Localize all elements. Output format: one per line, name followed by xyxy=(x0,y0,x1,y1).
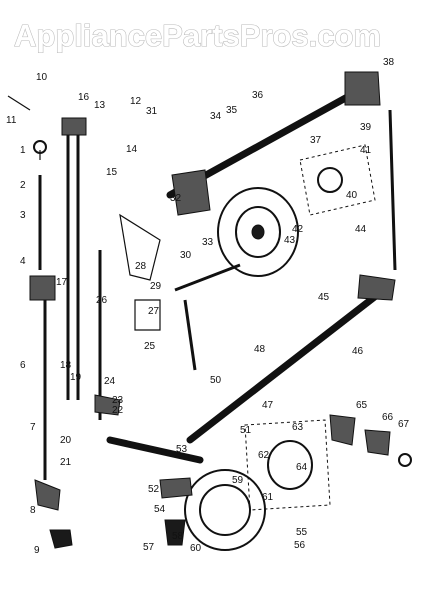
callout-31: 31 xyxy=(146,106,158,117)
callout-57: 57 xyxy=(143,542,155,553)
callout-51: 51 xyxy=(240,425,252,436)
callout-11: 11 xyxy=(6,115,17,126)
callout-44: 44 xyxy=(355,224,367,235)
callout-17: 17 xyxy=(56,277,68,288)
callout-19: 19 xyxy=(70,372,82,383)
diagram-drawing xyxy=(7,71,412,551)
watermark-text: AppliancePartsPros.com xyxy=(14,18,381,53)
callout-13: 13 xyxy=(94,100,106,111)
callout-28: 28 xyxy=(135,261,147,272)
callout-63: 63 xyxy=(292,422,304,433)
callout-67: 67 xyxy=(398,419,410,430)
callout-20: 20 xyxy=(60,435,72,446)
callout-2: 2 xyxy=(20,180,26,191)
callout-52: 52 xyxy=(148,484,160,495)
callout-15: 15 xyxy=(106,167,118,178)
callout-16: 16 xyxy=(78,92,90,103)
callout-37: 37 xyxy=(310,135,322,146)
callout-66: 66 xyxy=(382,412,394,423)
callout-53: 53 xyxy=(176,444,188,455)
callout-61: 61 xyxy=(262,492,274,503)
callout-14: 14 xyxy=(126,144,138,155)
callout-26: 26 xyxy=(96,295,108,306)
callout-47: 47 xyxy=(262,400,274,411)
callout-60: 60 xyxy=(190,543,202,554)
callout-41: 41 xyxy=(360,145,372,156)
callout-35: 35 xyxy=(226,105,238,116)
callout-50: 50 xyxy=(210,375,222,386)
callout-22: 22 xyxy=(112,405,124,416)
callout-36: 36 xyxy=(252,90,264,101)
callout-30: 30 xyxy=(180,250,192,261)
callout-39: 39 xyxy=(360,122,372,133)
callout-62: 62 xyxy=(258,450,270,461)
callout-64: 64 xyxy=(296,462,308,473)
callout-3: 3 xyxy=(20,210,26,221)
callout-labels: 1 2 3 4 6 7 8 9 10 11 12 13 14 15 16 17 … xyxy=(6,57,410,556)
callout-25: 25 xyxy=(144,341,156,352)
callout-46: 46 xyxy=(352,346,364,357)
callout-38: 38 xyxy=(383,57,395,68)
callout-24: 24 xyxy=(104,376,116,387)
callout-29: 29 xyxy=(150,281,162,292)
callout-32: 32 xyxy=(170,193,182,204)
watermark: AppliancePartsPros.com xyxy=(13,17,381,53)
callout-7: 7 xyxy=(30,422,36,433)
callout-27: 27 xyxy=(148,306,160,317)
callout-45: 45 xyxy=(318,292,330,303)
callout-42: 42 xyxy=(292,224,304,235)
callout-10: 10 xyxy=(36,72,48,83)
callout-55: 55 xyxy=(296,527,308,538)
callout-48: 48 xyxy=(254,344,266,355)
callout-6: 6 xyxy=(20,360,26,371)
callout-8: 8 xyxy=(30,505,36,516)
callout-1: 1 xyxy=(20,145,26,156)
callout-21: 21 xyxy=(60,457,72,468)
callout-65: 65 xyxy=(356,400,368,411)
callout-12: 12 xyxy=(130,96,142,107)
callout-43: 43 xyxy=(284,235,296,246)
callout-40: 40 xyxy=(346,190,358,201)
callout-9: 9 xyxy=(34,545,40,556)
callout-59: 59 xyxy=(232,475,244,486)
callout-23: 23 xyxy=(112,395,124,406)
callout-58: 58 xyxy=(172,531,184,542)
callout-56: 56 xyxy=(294,540,306,551)
callout-33: 33 xyxy=(202,237,214,248)
callout-34: 34 xyxy=(210,111,222,122)
callout-4: 4 xyxy=(20,256,26,267)
callout-54: 54 xyxy=(154,504,166,515)
callout-18: 18 xyxy=(60,360,72,371)
